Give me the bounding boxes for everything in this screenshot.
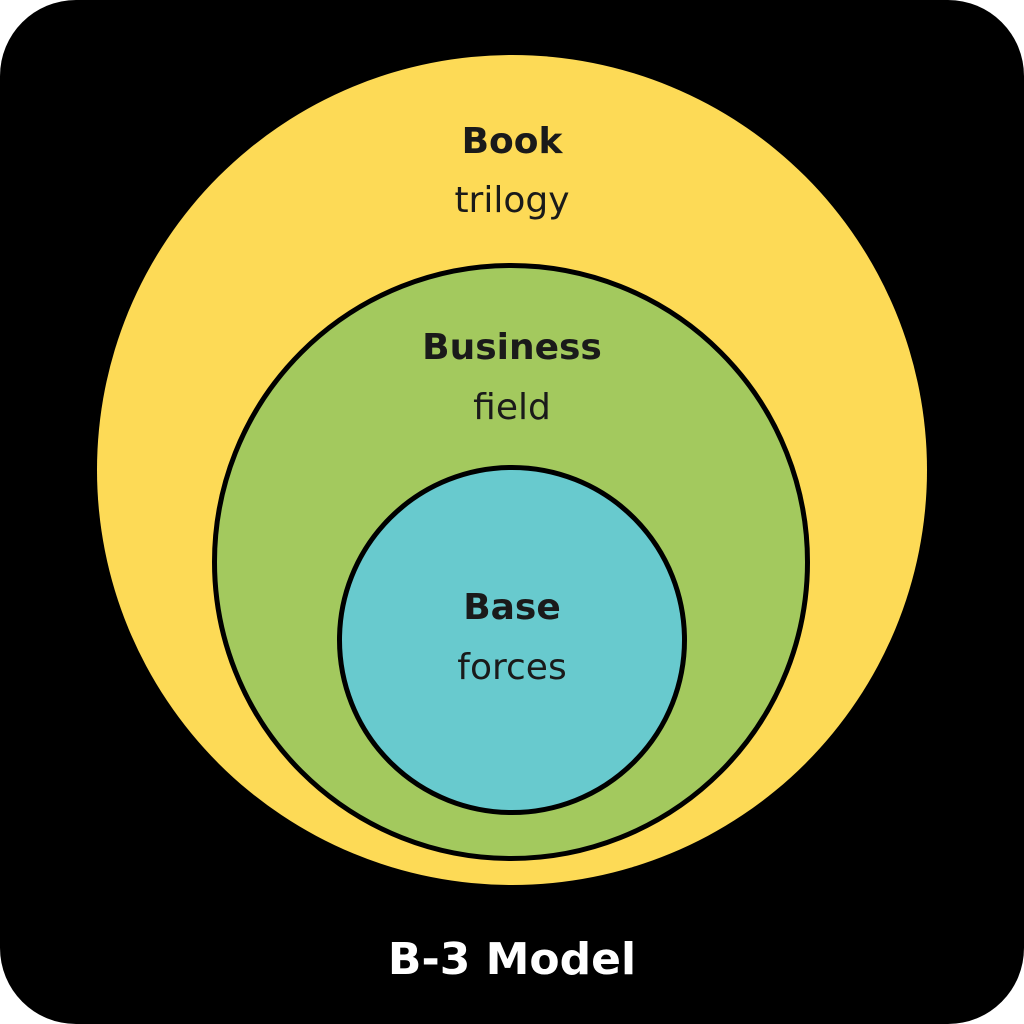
base-subtitle: forces bbox=[457, 647, 567, 688]
base-circle bbox=[337, 465, 687, 815]
diagram-caption: B-3 Model bbox=[387, 934, 637, 985]
book-subtitle: trilogy bbox=[454, 180, 570, 221]
business-subtitle: field bbox=[473, 387, 551, 428]
book-title: Book bbox=[461, 121, 563, 162]
base-title: Base bbox=[463, 587, 561, 628]
business-title: Business bbox=[422, 327, 602, 368]
